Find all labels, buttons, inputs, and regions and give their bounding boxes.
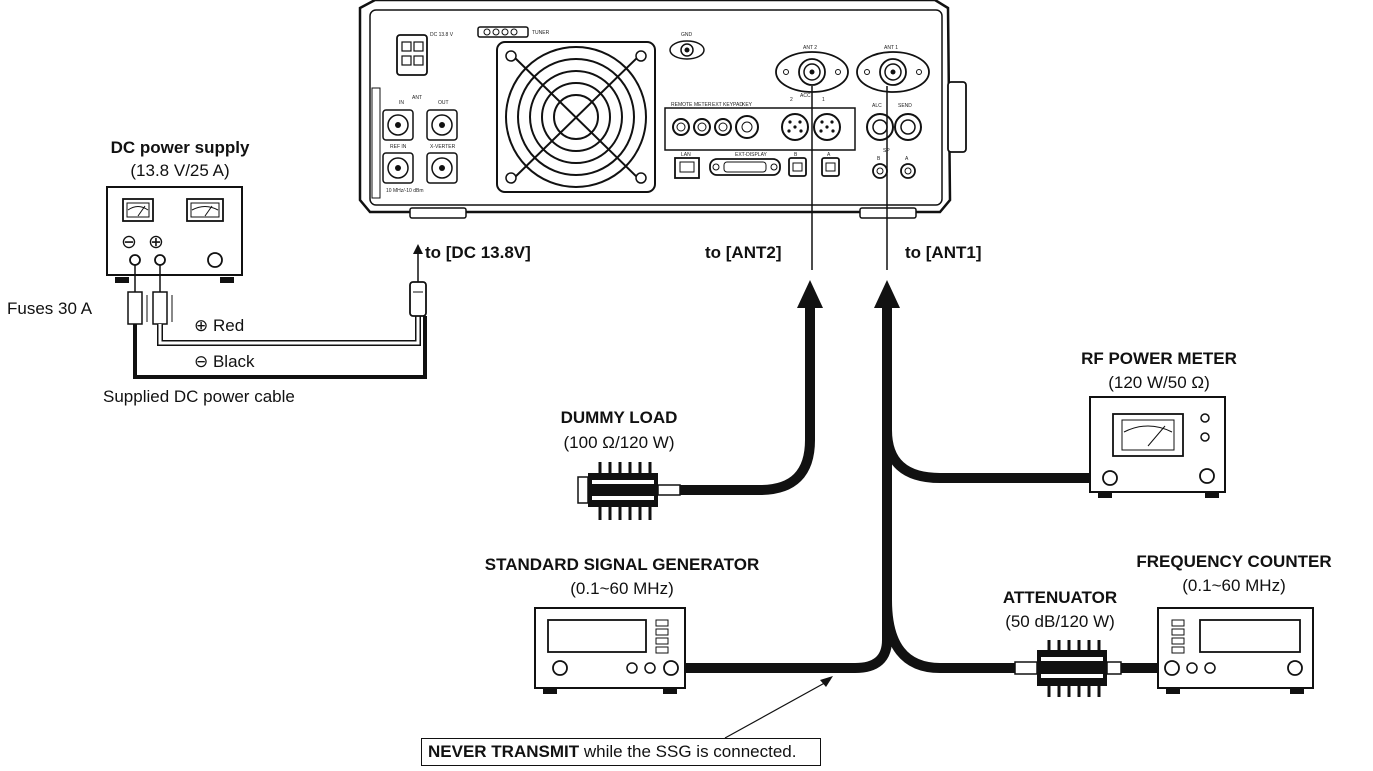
frequency-counter-unit [1157,607,1314,694]
label-dc: DC 13.8 V [430,32,454,38]
label-ref-freq: 10 MHz/-10 dBm [386,188,424,194]
ps-knob [207,252,223,268]
label-sp-b: B [877,156,881,162]
ps-terminal-plus [154,254,166,266]
ps-terminal-minus [129,254,141,266]
power-supply-title: DC power supply [110,138,250,157]
frequency-counter-spec: (0.1~60 MHz) [1182,576,1286,595]
label-key: KEY [742,102,753,108]
label-ant-word: ANT [412,95,422,101]
fuse-holder-minus [127,291,143,325]
tuner-connector: TUNER [477,26,550,38]
label-remote: REMOTE [671,102,693,108]
label-meter: METER [694,102,712,108]
dc-plug [409,281,427,317]
label-acc: ACC [800,93,811,99]
label-ant2: ANT 2 [803,45,817,51]
label-ant-in: IN [399,100,404,106]
label-alc: ALC [872,103,882,109]
dc-power-socket: DC 13.8 V [396,32,454,76]
label-usb-a: A [827,152,831,158]
rf-power-meter-title: RF POWER METER [1081,349,1237,368]
plus-symbol: ⊕ [148,232,164,253]
ground-terminal: GND [669,32,705,60]
fuses-label: Fuses 30 A [7,299,93,318]
dummy-load-unit [577,462,681,520]
label-ant1: ANT 1 [884,45,898,51]
ssg-title: STANDARD SIGNAL GENERATOR [484,555,760,574]
ssg-unit [534,607,686,694]
attenuator-spec: (50 dB/120 W) [1005,612,1115,631]
label-sp-a: A [905,156,909,162]
dc-power-cable [127,244,427,379]
ps-meter-left [122,198,154,222]
label-ext-display: EXT-DISPLAY [735,152,768,158]
bnc-block: IN ANT OUT REF IN X-VERTER 10 MHz/-10 dB… [371,87,458,199]
ssg-spec: (0.1~60 MHz) [570,579,674,598]
rf-power-meter-unit [1089,396,1226,498]
label-lan: LAN [681,152,691,158]
cable-dummy-load [680,280,823,495]
label-send: SEND [898,103,912,109]
dc-power-supply-unit [106,186,243,283]
cooling-fan [496,41,656,193]
label-tuner: TUNER [532,30,550,36]
power-supply-spec: (13.8 V/25 A) [130,161,230,180]
ant1-connection-label: to [ANT1] [905,243,982,262]
label-ant-out: OUT [438,100,449,106]
label-usb-b: B [794,152,798,158]
data-ports: LAN EXT-DISPLAY B A [674,152,840,179]
label-acc2: 2 [790,97,793,103]
side-bracket [947,81,967,153]
ant2-connection-label: to [ANT2] [705,243,782,262]
attenuator-title: ATTENUATOR [1002,588,1118,607]
dummy-load-spec: (100 Ω/120 W) [563,433,675,452]
ps-meter-right [186,198,224,222]
frequency-counter-title: FREQUENCY COUNTER [1136,552,1332,571]
foot-left [409,207,467,219]
label-ext-keypad: EXT KEYPAD [712,102,743,108]
warning-emphasis: NEVER TRANSMIT [428,742,580,761]
transceiver-rear-panel: DC 13.8 V TUNER [358,0,967,219]
foot-right [859,207,917,219]
label-acc1: 1 [822,97,825,103]
label-ref-in: REF IN [390,144,407,150]
dc-connection-label: to [DC 13.8V] [425,243,531,262]
rf-power-meter-spec: (120 W/50 Ω) [1108,373,1210,392]
dummy-load-title: DUMMY LOAD [560,408,678,427]
attenuator-unit [1014,640,1122,697]
fuse-holder-plus [152,291,168,325]
warning-text: while the SSG is connected. [579,742,797,761]
jack-panel: REMOTE METER EXT KEYPAD KEY 2 ACC 1 [664,93,856,151]
dc-cable-note: Supplied DC power cable [103,387,295,406]
label-xverter: X-VERTER [430,144,456,150]
alc-send-jacks: ALC SEND SP B A [866,103,922,179]
warning-pointer [724,676,833,739]
label-gnd: GND [681,32,693,38]
warning-box: NEVER TRANSMIT while the SSG is connecte… [421,738,821,766]
minus-symbol: ⊖ [121,232,137,253]
black-wire-label: ⊖ Black [194,352,255,371]
red-wire-label: ⊕ Red [194,316,245,335]
ant1-connector: ANT 1 [856,45,930,93]
cable-ant1-tree [682,280,1162,673]
